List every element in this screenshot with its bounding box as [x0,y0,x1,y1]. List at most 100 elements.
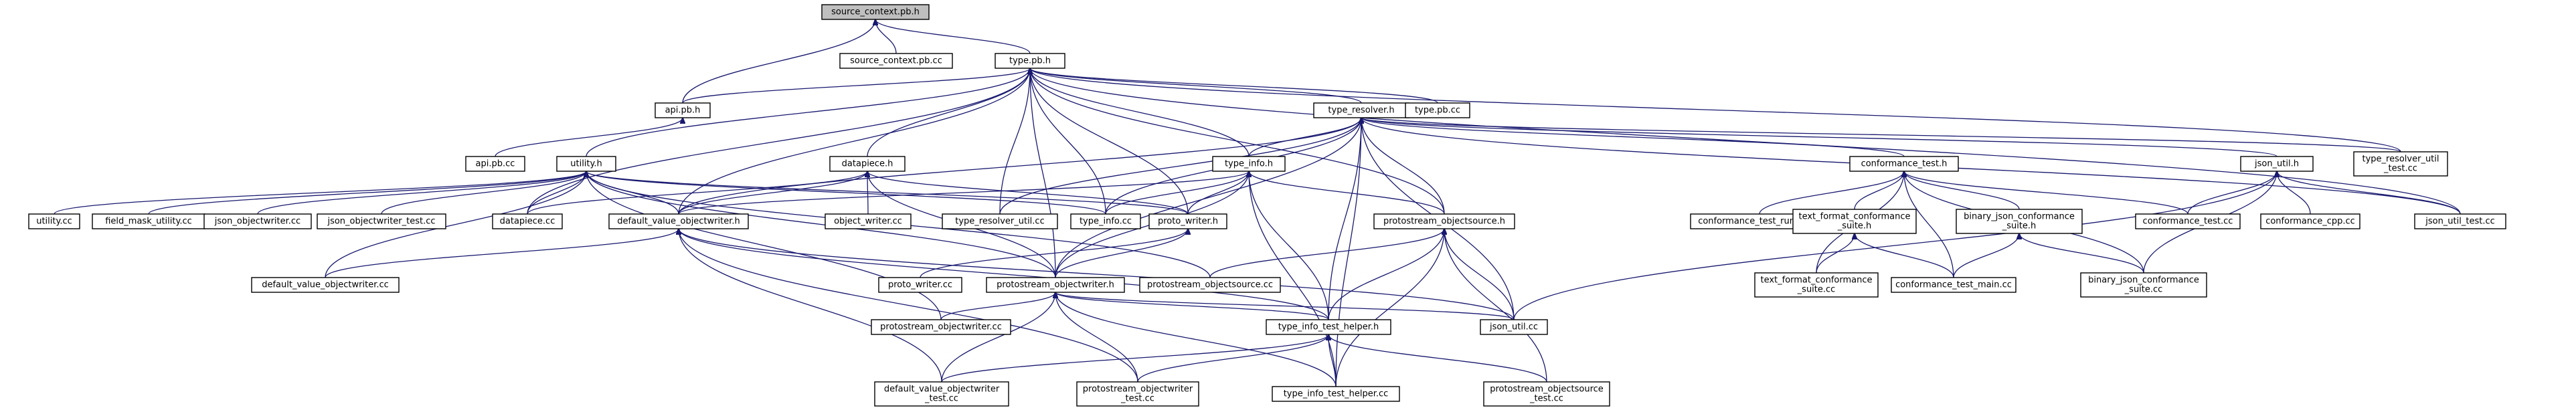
node-box [1266,319,1391,335]
node-binary-json-conformance-suite-h[interactable]: binary_json_conformance_suite.h [1956,209,2083,234]
node-box [251,277,400,293]
node-api-pb-cc[interactable]: api.pb.cc [465,156,525,172]
node-box [1849,156,1959,172]
edge-datapiece-h-includes-type-pb-h [867,68,1030,157]
node-box [821,4,930,20]
node-default-value-objectwriter-cc[interactable]: default_value_objectwriter.cc [251,277,400,293]
node-box [1212,156,1286,172]
node-utility-h[interactable]: utility.h [556,156,616,172]
node-box [825,213,912,229]
node-label: proto_writer.cc [888,280,952,290]
edge-protostream-objectsource-h-includes-type-pb-h [1030,68,1445,215]
node-api-pb-h[interactable]: api.pb.h [655,102,711,118]
node-json-util-h[interactable]: json_util.h [2240,156,2314,172]
edge-api-pb-cc-includes-api-pb-h [495,118,683,157]
edge-type-resolver-util-cc-includes-type-resolver-h [999,118,1361,215]
node-box [878,277,962,293]
edge-default-value-objectwriter-test-cc-includes-protostream-objectwriter-h [941,292,1055,383]
node-type-pb-cc[interactable]: type.pb.cc [1405,102,1470,118]
node-protostream-objectsource-test-cc[interactable]: protostream_objectsource_test.cc [1483,381,1610,407]
node-type-pb-h[interactable]: type.pb.h [995,53,1065,69]
edge-protostream-objectwriter-test-cc-includes-protostream-objectwriter-h [1055,292,1138,383]
node-box [203,213,312,229]
edge-conformance-test-main-cc-includes-conformance-test-h [1904,171,1954,278]
node-label: text_format_conformance [1798,212,1910,222]
edge-proto-writer-h-includes-type-pb-h [1030,68,1189,215]
node-conformance-cpp-cc[interactable]: conformance_cpp.cc [2260,213,2360,229]
edge-type-resolver-util-test-cc-includes-type-resolver-h [1361,118,2401,152]
edge-protostream-objectwriter-cc-includes-utility-h [586,171,942,320]
node-box [28,213,80,229]
edge-json-util-cc-includes-default-value-objectwriter-h [679,229,1515,320]
edge-datapiece-cc-includes-datapiece-h [527,171,867,215]
edge-type-info-test-helper-h-includes-type-resolver-h [1328,118,1361,320]
node-utility-cc[interactable]: utility.cc [28,213,80,229]
edge-proto-writer-h-includes-datapiece-h [867,171,1189,215]
node-conformance-test-main-cc[interactable]: conformance_test_main.cc [1891,277,2016,293]
edge-protostream-objectsource-test-cc-includes-protostream-objectsource-h [1444,229,1547,383]
node-type-resolver-h[interactable]: type_resolver.h [1313,102,1409,118]
node-box [1754,272,1879,298]
node-default-value-objectwriter-h[interactable]: default_value_objectwriter.h [608,213,749,229]
node-proto-writer-cc[interactable]: proto_writer.cc [878,277,962,293]
node-conformance-test-h[interactable]: conformance_test.h [1849,156,1959,172]
node-protostream-objectwriter-cc[interactable]: protostream_objectwriter.cc [871,319,1011,335]
node-protostream-objectsource-cc[interactable]: protostream_objectsource.cc [1139,277,1281,293]
edge-json-objectwriter-test-cc-includes-utility-h [381,171,586,215]
node-field-mask-utility-cc[interactable]: field_mask_utility.cc [92,213,205,229]
node-type-info-h[interactable]: type_info.h [1212,156,1286,172]
node-json-util-cc[interactable]: json_util.cc [1480,319,1548,335]
node-box [829,156,906,172]
node-text-format-conformance-suite-cc[interactable]: text_format_conformance_suite.cc [1754,272,1879,298]
node-label: json_util.cc [1489,322,1538,332]
node-json-objectwriter-test-cc[interactable]: json_objectwriter_test.cc [317,213,446,229]
node-proto-writer-h[interactable]: proto_writer.h [1148,213,1227,229]
node-box [608,213,749,229]
node-label: conformance_test.cc [2143,217,2233,227]
node-json-util-test-cc[interactable]: json_util_test.cc [2414,213,2506,229]
node-conformance-test-cc[interactable]: conformance_test.cc [2135,213,2241,229]
node-label: datapiece.h [842,159,893,169]
node-default-value-objectwriter-test-cc[interactable]: default_value_objectwriter_test.cc [874,381,1009,407]
node-datapiece-h[interactable]: datapiece.h [829,156,906,172]
edge-json-util-h-includes-type-resolver-h [1361,118,2278,157]
node-text-format-conformance-suite-h[interactable]: text_format_conformance_suite.h [1792,209,1917,234]
node-box [1891,277,2016,293]
node-protostream-objectsource-h[interactable]: protostream_objectsource.h [1373,213,1515,229]
edge-type-info-test-helper-h-includes-protostream-objectsource-h [1328,229,1444,320]
node-label: type_info.cc [1080,217,1132,227]
node-box [1076,381,1199,407]
edge-json-util-cc-includes-json-util-h [1513,171,2277,320]
node-box [1405,102,1470,118]
node-type-info-test-helper-cc[interactable]: type_info_test_helper.cc [1272,386,1400,402]
node-box [655,102,711,118]
node-object-writer-cc[interactable]: object_writer.cc [825,213,912,229]
edge-default-value-objectwriter-cc-includes-utility-h [325,171,586,278]
node-box [874,381,1009,407]
node-json-objectwriter-cc[interactable]: json_objectwriter.cc [203,213,312,229]
node-box [2414,213,2506,229]
node-source-context-pb-cc[interactable]: source_context.pb.cc [839,53,953,69]
edge-type-info-test-helper-cc-includes-type-info-h [1249,171,1337,387]
node-datapiece-cc[interactable]: datapiece.cc [492,213,563,229]
edge-text-format-conformance-suite-h-includes-conformance-test-h [1854,171,1904,210]
edge-default-value-objectwriter-test-cc-includes-default-value-objectwriter-h [679,229,942,383]
node-binary-json-conformance-suite-cc[interactable]: binary_json_conformance_suite.cc [2080,272,2207,298]
node-type-info-cc[interactable]: type_info.cc [1070,213,1141,229]
node-type-info-test-helper-h[interactable]: type_info_test_helper.h [1266,319,1391,335]
node-protostream-objectwriter-test-cc[interactable]: protostream_objectwriter_test.cc [1076,381,1199,407]
node-label: type_resolver.h [1328,106,1394,116]
edge-type-info-cc-includes-utility-h [586,171,1106,215]
node-box [492,213,563,229]
edge-binary-json-conformance-suite-h-includes-conformance-test-h [1904,171,2020,210]
node-type-resolver-util-cc[interactable]: type_resolver_util.cc [942,213,1058,229]
node-type-resolver-util-test-cc[interactable]: type_resolver_util_test.cc [2353,151,2448,177]
edge-type-pb-h-includes-source-context-pb-h [875,19,1031,54]
edge-proto-writer-h-includes-type-info-h [1187,171,1249,215]
node-box [556,156,616,172]
node-protostream-objectwriter-h[interactable]: protostream_objectwriter.h [986,277,1125,293]
node-label: binary_json_conformance [2088,276,2199,286]
node-source-context-pb-h[interactable]: source_context.pb.h [821,4,930,20]
edge-conformance-test-h-includes-type-resolver-h [1361,118,1905,157]
node-label: type_resolver_util [2362,154,2439,165]
